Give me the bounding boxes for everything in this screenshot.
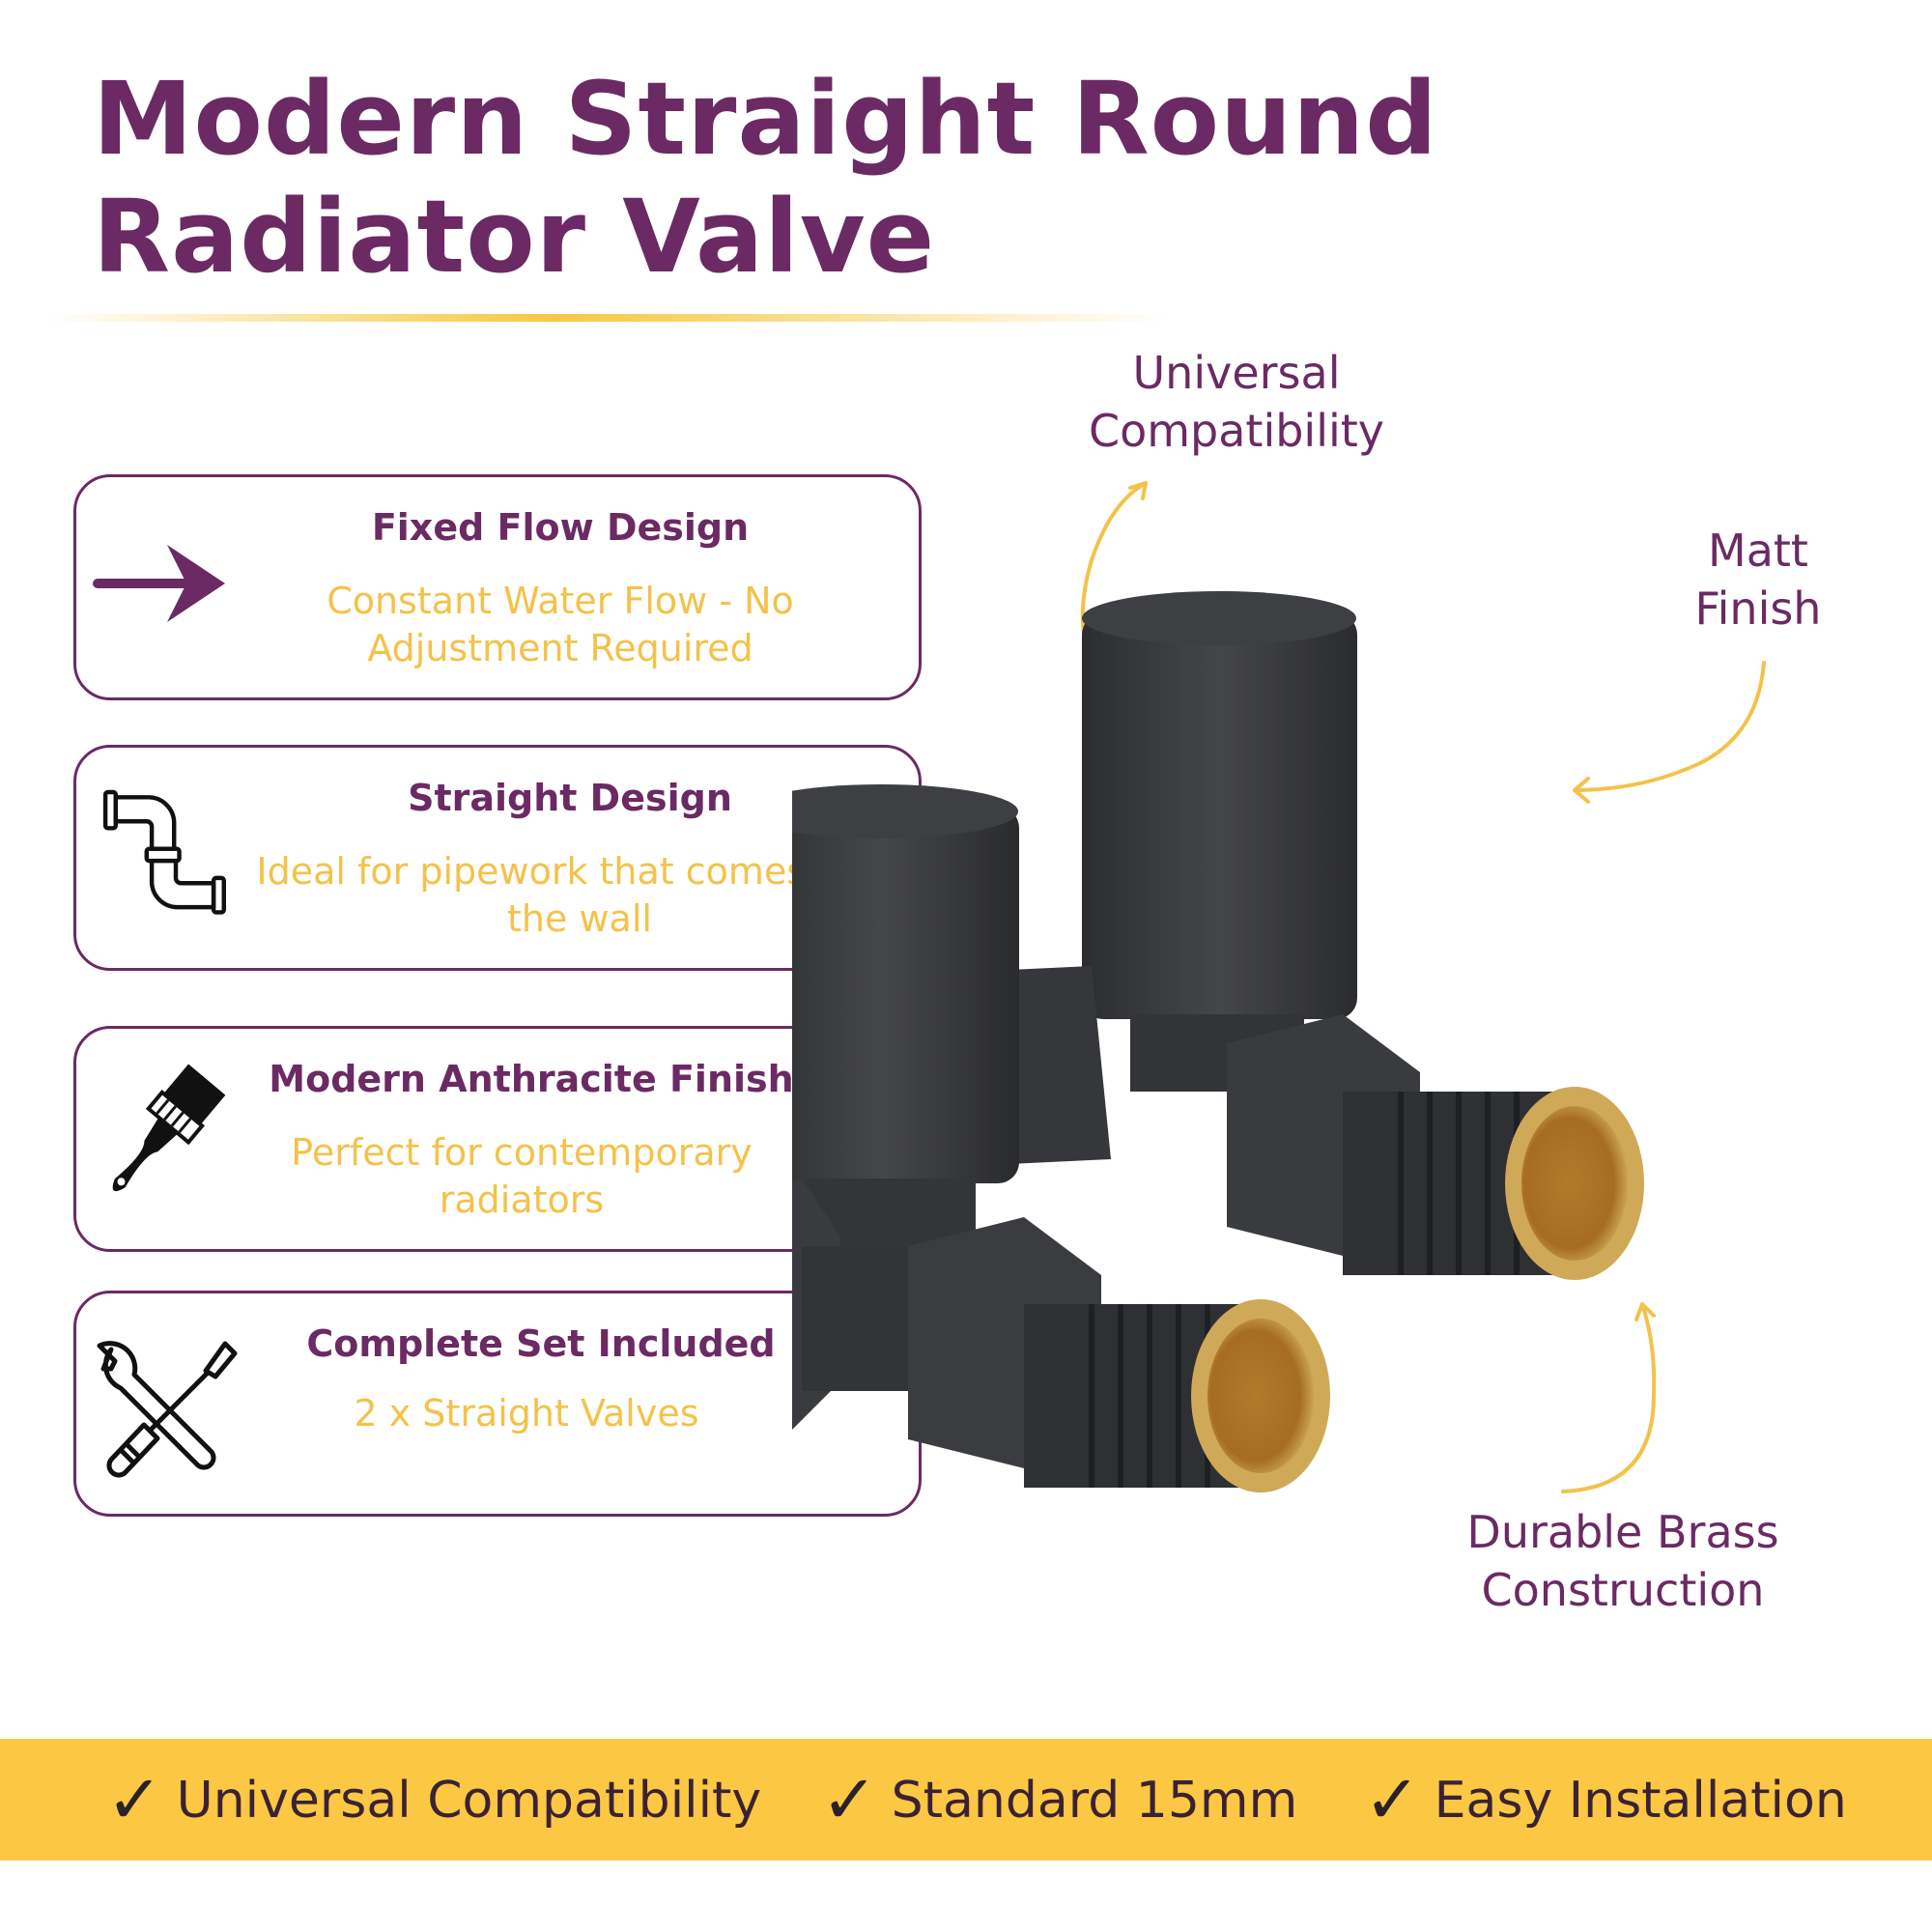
callout-universal: Universal Compatibility bbox=[1063, 344, 1410, 460]
feature-card-fixed-flow: Fixed Flow Design Constant Water Flow - … bbox=[73, 474, 922, 700]
callout-brass: Durable Brass Construction bbox=[1430, 1503, 1816, 1619]
wrench-screwdriver-icon bbox=[97, 1341, 238, 1478]
bottom-feature-standard: ✓Standard 15mm bbox=[821, 1763, 1297, 1837]
callout-text: Matt bbox=[1708, 525, 1808, 577]
feature-card-complete-set: Complete Set Included 2 x Straight Valve… bbox=[73, 1291, 922, 1517]
callout-text: Compatibility bbox=[1088, 405, 1385, 457]
pipe-icon bbox=[102, 789, 226, 915]
title-underline bbox=[48, 314, 1169, 322]
arrow-right-icon bbox=[93, 545, 225, 622]
feature-desc: Constant Water Flow - No Adjustment Requ… bbox=[327, 580, 794, 669]
paintbrush-icon bbox=[112, 1064, 226, 1192]
callout-text: Universal bbox=[1132, 347, 1341, 399]
callout-text: Finish bbox=[1694, 582, 1822, 635]
callout-text: Durable Brass bbox=[1466, 1506, 1779, 1558]
feature-title: Straight Design bbox=[408, 777, 732, 819]
feature-title: Modern Anthracite Finish bbox=[269, 1058, 794, 1100]
page-title-line2: Radiator Valve bbox=[93, 178, 936, 296]
bottom-feature-label: Universal Compatibility bbox=[176, 1772, 762, 1830]
bottom-feature-bar bbox=[0, 1739, 1932, 1861]
check-icon: ✓ bbox=[106, 1760, 163, 1839]
callout-matt: Matt Finish bbox=[1662, 522, 1855, 638]
feature-desc: 2 x Straight Valves bbox=[354, 1392, 699, 1435]
valve-product-image bbox=[792, 591, 1644, 1492]
page-title-line1: Modern Straight Round bbox=[93, 60, 1438, 178]
callout-text: Construction bbox=[1481, 1564, 1765, 1616]
bottom-feature-universal: ✓Universal Compatibility bbox=[106, 1763, 761, 1837]
bottom-feature-installation: ✓Easy Installation bbox=[1364, 1763, 1847, 1837]
page-title: Modern Straight Round Radiator Valve bbox=[93, 60, 1438, 296]
valve-front bbox=[792, 784, 1330, 1492]
feature-card-straight: Straight Design Ideal for pipework that … bbox=[73, 745, 922, 971]
check-icon: ✓ bbox=[821, 1760, 878, 1839]
bottom-feature-label: Standard 15mm bbox=[891, 1772, 1298, 1830]
check-icon: ✓ bbox=[1364, 1760, 1421, 1839]
bottom-feature-label: Easy Installation bbox=[1434, 1772, 1847, 1830]
feature-desc: Perfect for contemporary radiators bbox=[291, 1131, 753, 1221]
feature-title: Complete Set Included bbox=[306, 1322, 776, 1365]
feature-card-anthracite: Modern Anthracite Finish Perfect for con… bbox=[73, 1026, 922, 1252]
feature-title: Fixed Flow Design bbox=[371, 506, 750, 549]
